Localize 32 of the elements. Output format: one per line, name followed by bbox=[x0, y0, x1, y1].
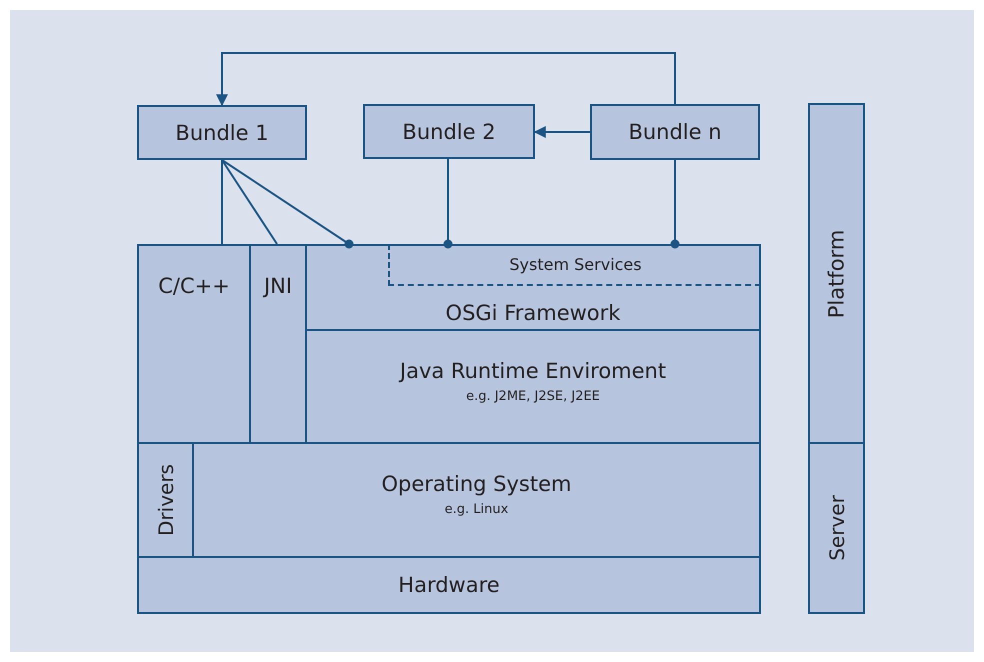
bundle-box bbox=[137, 105, 307, 160]
layer-label: Hardware bbox=[398, 573, 500, 597]
layer-label: Bundle n bbox=[628, 120, 722, 144]
layer-bar bbox=[808, 442, 865, 614]
layer-bar bbox=[137, 442, 194, 558]
layer-label: System Services bbox=[509, 254, 642, 274]
layer-label: Bundle 2 bbox=[402, 120, 496, 144]
service-region bbox=[388, 244, 761, 286]
layer-box bbox=[305, 329, 761, 444]
arrow bbox=[216, 52, 676, 106]
arrow bbox=[534, 126, 590, 138]
layer-label: JNI bbox=[264, 274, 292, 298]
layer-label: Operating System bbox=[382, 472, 572, 496]
layer-label: Java Runtime Enviroment bbox=[400, 359, 666, 383]
layer-label: OSGi Framework bbox=[446, 301, 620, 325]
layer-box bbox=[305, 244, 761, 331]
example-note: e.g. Linux bbox=[444, 502, 508, 517]
bundle-box bbox=[590, 104, 760, 160]
layer-box bbox=[137, 556, 761, 614]
layer-label: C/C++ bbox=[158, 274, 230, 298]
layer-label: Bundle 1 bbox=[175, 120, 269, 144]
layer-label: Platform bbox=[824, 229, 848, 318]
connector-line bbox=[221, 160, 223, 244]
layer-box bbox=[249, 244, 307, 444]
layer-box bbox=[192, 442, 761, 558]
bundle-box bbox=[363, 104, 535, 159]
layer-label: Drivers bbox=[154, 464, 178, 536]
layer-bar bbox=[808, 103, 865, 444]
example-note: e.g. J2ME, J2SE, J2EE bbox=[466, 389, 600, 404]
layer-label: Server bbox=[824, 495, 848, 561]
layer-box bbox=[137, 244, 251, 444]
connector-line bbox=[221, 159, 278, 245]
